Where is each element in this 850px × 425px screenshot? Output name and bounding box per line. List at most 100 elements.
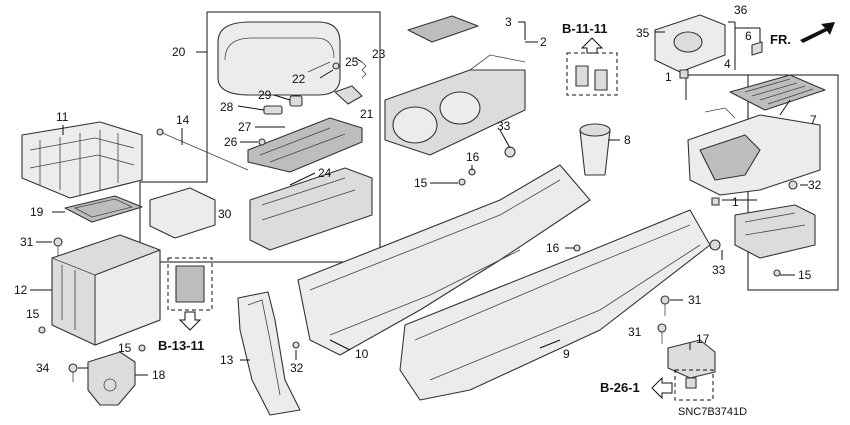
callout-17: 17 — [696, 332, 710, 346]
callout-19: 19 — [30, 205, 44, 219]
arrow-up-b1111 — [580, 37, 604, 54]
callout-26: 26 — [224, 135, 238, 149]
callout-11: 11 — [56, 110, 69, 124]
leader-lines — [30, 21, 808, 376]
part-13-side-trim — [237, 291, 301, 416]
callout-9: 9 — [563, 347, 570, 361]
part-24-hinge-base — [249, 167, 373, 251]
part-2-cupholder-body — [384, 54, 526, 156]
fastener-15c — [458, 178, 466, 186]
callout-31a: 31 — [20, 235, 34, 249]
fastener-15d — [773, 269, 781, 277]
callout-13: 13 — [220, 353, 234, 367]
direction-label: FR. — [770, 32, 791, 47]
callout-15a: 15 — [26, 307, 40, 321]
callout-29: 29 — [258, 88, 272, 102]
callout-35: 35 — [636, 26, 650, 40]
ref-b1311: B-13-11 — [158, 338, 204, 353]
part-20-armrest-lid — [217, 21, 341, 96]
arrow-left-b261 — [651, 376, 673, 400]
part-18-bracket — [87, 351, 136, 406]
callout-23: 23 — [372, 47, 386, 61]
part-14-rod — [156, 128, 249, 171]
fr-arrow-icon — [800, 22, 835, 43]
part-30-pad — [149, 187, 216, 239]
callout-33a: 33 — [497, 119, 511, 133]
part-12-rear-box — [51, 234, 161, 346]
fastener-32b — [788, 180, 798, 190]
callout-2: 2 — [540, 35, 547, 49]
callout-20: 20 — [172, 45, 186, 59]
part-3-mat — [407, 15, 479, 43]
part-17-bracket — [667, 339, 716, 389]
callout-32b: 32 — [808, 178, 822, 192]
fastener-33b — [709, 239, 721, 251]
part-6-clip — [751, 41, 763, 56]
callout-8: 8 — [624, 133, 631, 147]
fastener-31b — [660, 295, 670, 316]
callout-7: 7 — [810, 113, 817, 127]
fastener-34 — [68, 363, 78, 382]
ref-b1111: B-11-11 — [562, 21, 608, 36]
part-35-shift-cover — [654, 14, 726, 73]
callout-30: 30 — [218, 207, 232, 221]
callout-1a: 1 — [665, 70, 672, 84]
ref-box-b1311 — [167, 257, 213, 311]
callout-27: 27 — [238, 120, 252, 134]
ref-box-b1111 — [566, 52, 618, 96]
part-7-panel-trim — [729, 74, 826, 111]
ref-box-b1111-switch-right — [594, 69, 608, 91]
callout-3: 3 — [505, 15, 512, 29]
callout-12: 12 — [14, 283, 28, 297]
callout-labels: 20 3 2 36 35 6 4 1 7 23 25 22 21 29 28 2… — [14, 3, 822, 382]
fastener-1b — [711, 197, 720, 206]
fastener-16b — [573, 244, 581, 252]
part-19-mat — [64, 195, 143, 223]
callout-24: 24 — [318, 166, 332, 180]
front-console-lower-tray — [734, 204, 816, 259]
part-22-pin — [307, 61, 331, 73]
part-8-cup — [579, 123, 611, 176]
part-10-left-panel — [297, 164, 591, 356]
fastener-31a — [53, 237, 63, 256]
fastener-15b — [138, 344, 146, 352]
part-4-front-console-upper — [687, 107, 821, 196]
callout-16b: 16 — [546, 241, 560, 255]
callout-10: 10 — [355, 347, 369, 361]
part-27-hinge-frame — [247, 117, 363, 173]
part-29-knob — [289, 95, 303, 107]
callout-4: 4 — [724, 57, 731, 71]
callout-28: 28 — [220, 100, 234, 114]
callout-1b: 1 — [732, 195, 739, 209]
callout-33b: 33 — [712, 263, 726, 277]
callout-15b: 15 — [118, 341, 132, 355]
callout-22: 22 — [292, 72, 306, 86]
callout-6: 6 — [745, 29, 752, 43]
callout-21: 21 — [360, 107, 374, 121]
callout-16a: 16 — [466, 150, 480, 164]
part-1-clip-top — [679, 69, 689, 79]
callout-31b: 31 — [688, 293, 702, 307]
diagram-code: SNC7B3741D — [678, 406, 747, 418]
callout-15c: 15 — [414, 176, 428, 190]
callout-32a: 32 — [290, 361, 304, 375]
callout-14: 14 — [176, 113, 190, 127]
part-26-clip — [258, 138, 266, 146]
arrow-down-b1311 — [178, 311, 202, 331]
part-23-spring — [361, 61, 367, 79]
part-28-button — [263, 105, 283, 115]
part-25-screw — [332, 62, 340, 70]
ref-box-b1111-switch-left — [575, 65, 589, 87]
callout-36: 36 — [734, 3, 748, 17]
fastener-33a — [504, 146, 516, 158]
callout-31c: 31 — [628, 325, 642, 339]
fastener-31c — [657, 323, 667, 344]
ref-b261: B-26-1 — [600, 380, 640, 395]
ref-box-b261 — [674, 369, 714, 401]
part-9-right-panel — [399, 209, 711, 401]
fastener-15a — [38, 326, 46, 334]
callout-15d: 15 — [798, 268, 812, 282]
ref-box-b1311-unit — [175, 265, 205, 303]
callout-18: 18 — [152, 368, 166, 382]
